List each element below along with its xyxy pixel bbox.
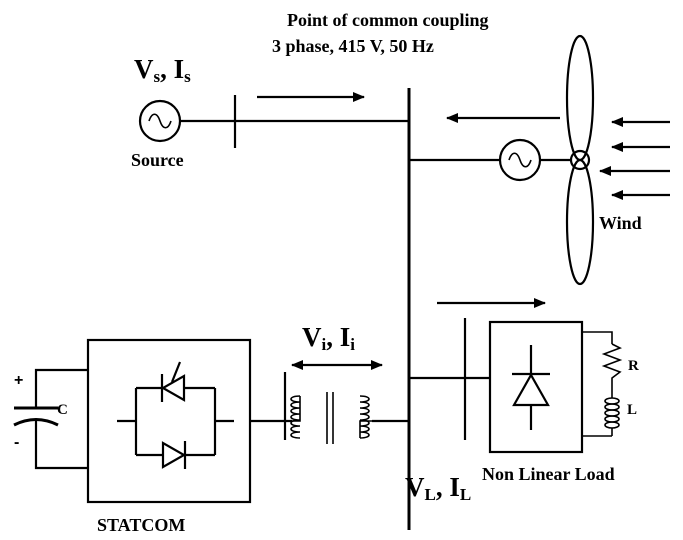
resistor-label: R bbox=[628, 358, 639, 374]
rectifier-box bbox=[488, 320, 584, 454]
dc-capacitor bbox=[13, 368, 88, 470]
statcom-label-vi: Vi, Ii bbox=[302, 322, 355, 354]
inductor-icon bbox=[604, 392, 620, 436]
diode-icon bbox=[512, 345, 550, 430]
statcom-box bbox=[86, 338, 252, 504]
load-label-vi: VL, IL bbox=[405, 472, 471, 504]
capacitor-plus: + bbox=[14, 372, 23, 389]
wind-arrows bbox=[599, 117, 670, 200]
ac-source bbox=[138, 99, 182, 143]
capacitor-label: C bbox=[57, 402, 68, 418]
source-label-vi: Vs, Is bbox=[134, 54, 191, 86]
capacitor-minus: - bbox=[14, 434, 19, 451]
load-label: Non Linear Load bbox=[482, 464, 615, 484]
inductor-label: L bbox=[627, 402, 637, 418]
wind-generator bbox=[498, 138, 542, 182]
sine-wave-icon bbox=[508, 152, 532, 168]
svg-text:Vi, Ii: Vi, Ii bbox=[302, 322, 355, 354]
pcc-title: Point of common coupling bbox=[287, 10, 489, 30]
wind-turbine-blades bbox=[565, 34, 595, 286]
wind-label: Wind bbox=[599, 213, 642, 233]
pcc-rating: 3 phase, 415 V, 50 Hz bbox=[272, 36, 434, 56]
statcom-label: STATCOM bbox=[97, 515, 185, 535]
source-label: Source bbox=[131, 150, 184, 170]
rl-wire bbox=[582, 331, 613, 344]
thyristor-icon bbox=[117, 361, 234, 469]
transformer-icon bbox=[290, 392, 372, 444]
svg-text:Vs, Is: Vs, Is bbox=[134, 54, 191, 86]
svg-text:VL, IL: VL, IL bbox=[405, 472, 471, 504]
resistor-icon bbox=[601, 343, 623, 392]
sine-wave-icon bbox=[148, 113, 172, 129]
